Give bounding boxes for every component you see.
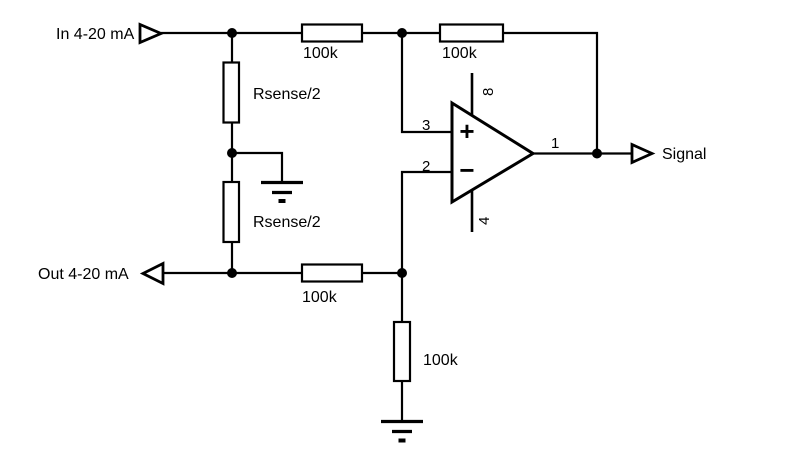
junction-sense-mid (227, 148, 237, 158)
wire-ground-branch (232, 151, 284, 182)
signal-port-label: Signal (662, 146, 706, 163)
junction-input-top (227, 28, 237, 38)
resistor-sense-upper (222, 61, 241, 124)
resistor-feedback-right-value: 100k (442, 45, 478, 62)
input-port-icon (138, 22, 165, 45)
output-port-label: Out 4-20 mA (38, 266, 129, 283)
opamp-plus-sign: + (459, 116, 474, 146)
junction-output-bottom (227, 268, 237, 278)
resistor-bottom-value: 100k (302, 289, 338, 306)
resistor-to-ground (392, 320, 412, 383)
wire-inverting-input (400, 170, 452, 273)
resistor-sense-lower (222, 180, 241, 244)
labels: In 4-20 mA Out 4-20 mA Signal 100k 100k … (38, 26, 706, 369)
wire-feedback-top (503, 31, 599, 153)
opamp-pin4-label: 4 (476, 217, 493, 225)
opamp-body (450, 100, 536, 205)
resistor-feedback-left-value: 100k (303, 45, 339, 62)
junction-dots (227, 28, 602, 278)
ground-symbol-r4 (381, 419, 423, 443)
ground-symbol-sense (261, 180, 303, 203)
opamp-pin3-label: 3 (422, 117, 430, 134)
wire-group (161, 31, 632, 421)
opamp-pin8-label: 8 (480, 88, 497, 96)
resistor-feedback-left (300, 23, 364, 43)
opamp-pin2-label: 2 (422, 158, 430, 175)
opamp-minus-sign: − (459, 155, 474, 185)
resistor-to-ground-value: 100k (423, 352, 459, 369)
resistor-group (222, 23, 505, 383)
opamp-pin1-label: 1 (551, 135, 559, 152)
junction-inverting (397, 268, 407, 278)
output-port-icon (139, 261, 165, 286)
junction-signal (592, 148, 602, 159)
resistor-bottom (300, 263, 364, 283)
wire-noninverting-input (400, 33, 452, 134)
resistor-sense-lower-value: Rsense/2 (253, 214, 321, 231)
input-port-label: In 4-20 mA (56, 26, 135, 43)
resistor-feedback-right (438, 23, 505, 43)
signal-port-icon (630, 142, 656, 165)
port-connectors (138, 22, 656, 286)
resistor-sense-upper-value: Rsense/2 (253, 86, 321, 103)
junction-feedback-top (397, 28, 407, 38)
